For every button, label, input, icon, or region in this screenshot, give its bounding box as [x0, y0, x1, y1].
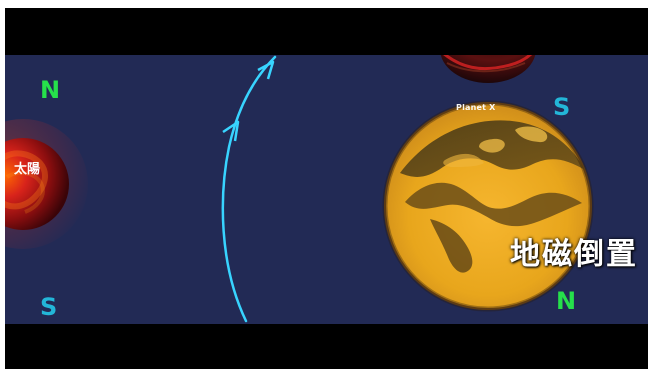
field-line	[221, 55, 277, 323]
earth-north-label: N	[556, 287, 577, 315]
sun-north-label: N	[40, 76, 61, 104]
reversal-caption: 地磁倒置	[510, 237, 638, 272]
earth	[382, 100, 594, 312]
planet-x-label: Planet X	[456, 103, 496, 112]
arrowhead-icon	[257, 60, 275, 80]
video-frame: N 太陽 S Planet X S N 地磁倒置	[5, 8, 648, 369]
scene-svg	[5, 55, 594, 323]
planet-x	[440, 55, 536, 83]
scene-panel: N 太陽 S Planet X S N 地磁倒置	[5, 55, 648, 324]
sun-name-label: 太陽	[14, 162, 41, 177]
sun	[5, 119, 88, 249]
earth-south-label: S	[553, 93, 571, 121]
arrowhead-icon	[222, 120, 240, 142]
sun-south-label: S	[40, 293, 58, 321]
